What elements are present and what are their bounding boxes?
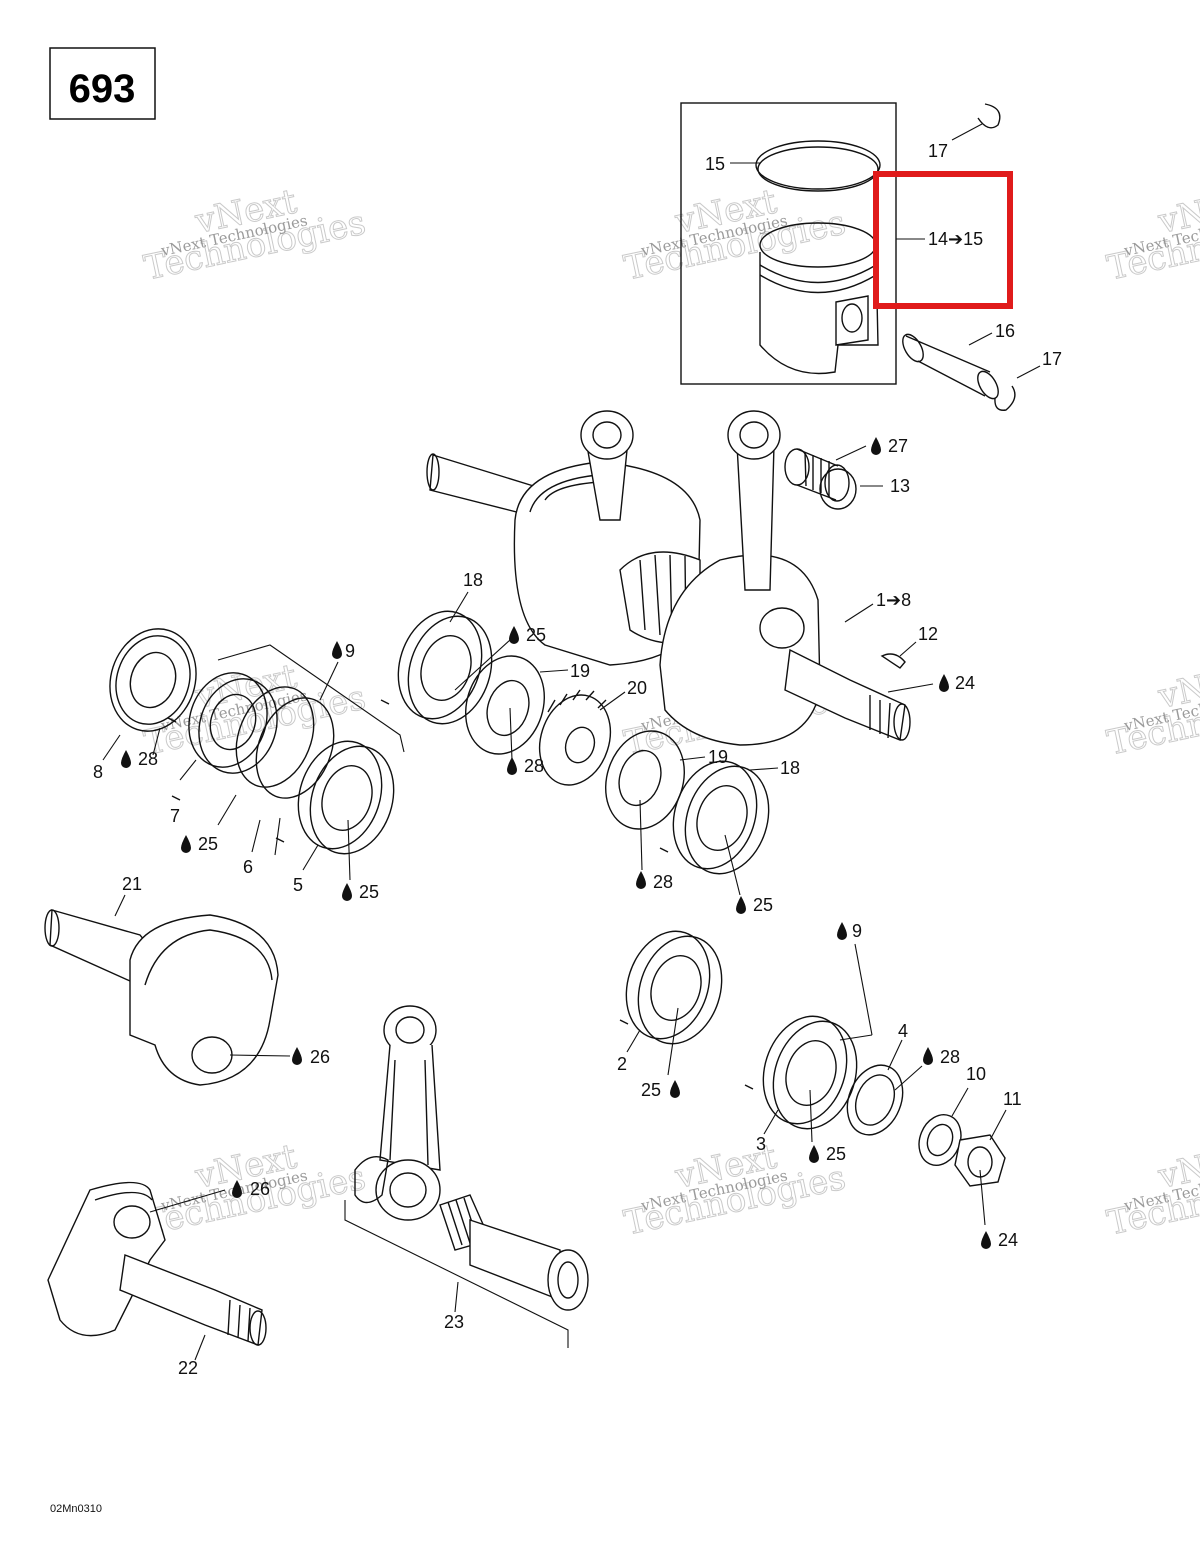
label-10: 10 bbox=[966, 1064, 986, 1084]
watermark-center-bottom: vNext Technologies vNext Technologies bbox=[620, 1136, 849, 1244]
label-9-top: 9 bbox=[345, 641, 355, 661]
oil-drop-icons bbox=[121, 437, 991, 1249]
oil-drop-icon bbox=[181, 835, 191, 853]
woodruff-key bbox=[880, 653, 906, 669]
oil-drop-icon bbox=[981, 1231, 991, 1249]
page-number: 693 bbox=[69, 67, 136, 111]
bearing-7 bbox=[188, 672, 278, 774]
label-9-right: 9 bbox=[852, 921, 862, 941]
label-23: 23 bbox=[444, 1312, 464, 1332]
label-19-top: 19 bbox=[570, 661, 590, 681]
oil-drop-icon bbox=[670, 1080, 680, 1098]
label-25-d: 25 bbox=[753, 895, 773, 915]
circlip-right bbox=[994, 385, 1016, 411]
label-25-f: 25 bbox=[826, 1144, 846, 1164]
highlight-box bbox=[873, 171, 1013, 309]
label-22: 22 bbox=[178, 1358, 198, 1378]
seal-8 bbox=[109, 628, 197, 732]
watermark-right-bottom: vNext Technologies vNext Technologies bbox=[1103, 1136, 1200, 1244]
oil-drop-icon bbox=[939, 674, 949, 692]
bearing-2 bbox=[625, 930, 723, 1045]
watermark-left-top: vNext Technologies vNext Technologies bbox=[140, 181, 369, 289]
oil-drop-icon bbox=[332, 641, 342, 659]
label-17-top: 17 bbox=[928, 141, 948, 161]
label-25-b: 25 bbox=[198, 834, 218, 854]
oil-drop-icon bbox=[837, 922, 847, 940]
label-25-e: 25 bbox=[641, 1080, 661, 1100]
watermark-right-top: vNext Technologies vNext Technologies bbox=[1103, 181, 1200, 289]
seal-4 bbox=[846, 1064, 904, 1136]
piston-inset bbox=[680, 102, 897, 385]
label-6: 6 bbox=[243, 857, 253, 877]
gear-20 bbox=[538, 689, 612, 786]
bracket-conrod bbox=[344, 1200, 569, 1348]
label-8: 8 bbox=[93, 762, 103, 782]
drawing-code: 02Mn0310 bbox=[50, 1503, 102, 1515]
crank-half-22 bbox=[47, 1181, 267, 1346]
needle-bearing bbox=[784, 448, 850, 502]
label-18-right: 18 bbox=[780, 758, 800, 778]
nut-11 bbox=[954, 1134, 1006, 1187]
label-13: 13 bbox=[890, 476, 910, 496]
oil-drop-icon bbox=[507, 757, 517, 775]
label-28-a: 28 bbox=[138, 749, 158, 769]
bracket-left-group bbox=[217, 644, 405, 753]
oil-drop-icon bbox=[342, 883, 352, 901]
label-26-b: 26 bbox=[250, 1179, 270, 1199]
label-24-crank: 24 bbox=[955, 673, 975, 693]
page-number-box: 693 bbox=[49, 47, 156, 120]
label-28-d: 28 bbox=[940, 1047, 960, 1067]
label-26-a: 26 bbox=[310, 1047, 330, 1067]
label-14-15: 14➔15 bbox=[928, 229, 983, 249]
bearing-3 bbox=[762, 1015, 858, 1130]
bearing-18-left bbox=[397, 610, 493, 725]
seal-19-left bbox=[464, 655, 546, 755]
oil-drop-icon bbox=[636, 871, 646, 889]
oil-drop-icon bbox=[292, 1047, 302, 1065]
label-12: 12 bbox=[918, 624, 938, 644]
label-15: 15 bbox=[705, 154, 725, 174]
bearing-5 bbox=[297, 740, 395, 855]
label-2: 2 bbox=[617, 1054, 627, 1074]
oil-drop-icon bbox=[809, 1145, 819, 1163]
label-5: 5 bbox=[293, 875, 303, 895]
label-28-c: 28 bbox=[653, 872, 673, 892]
label-17-right: 17 bbox=[1042, 349, 1062, 369]
label-19-right: 19 bbox=[708, 747, 728, 767]
connecting-rod-23 bbox=[354, 1005, 589, 1311]
label-24-nut: 24 bbox=[998, 1230, 1018, 1250]
watermark-center-top: vNext Technologies vNext Technologies bbox=[620, 181, 849, 289]
oil-drop-icon bbox=[736, 896, 746, 914]
label-28-b: 28 bbox=[524, 756, 544, 776]
crankshaft-assembly bbox=[426, 410, 911, 746]
part-labels: 17 15 14➔15 16 17 27 13 18 1➔8 12 25 9 1… bbox=[93, 141, 1062, 1378]
label-1-8: 1➔8 bbox=[876, 590, 911, 610]
label-21: 21 bbox=[122, 874, 142, 894]
thrust-ring bbox=[819, 468, 857, 510]
oil-drop-icon bbox=[232, 1180, 242, 1198]
label-7: 7 bbox=[170, 806, 180, 826]
label-16: 16 bbox=[995, 321, 1015, 341]
oil-drop-icon bbox=[871, 437, 881, 455]
label-3: 3 bbox=[756, 1134, 766, 1154]
label-20: 20 bbox=[627, 678, 647, 698]
oil-drop-icon bbox=[509, 626, 519, 644]
bearing-18-right bbox=[672, 760, 770, 875]
watermark-right-mid: vNext Technologies vNext Technologies bbox=[1103, 656, 1200, 764]
label-4: 4 bbox=[898, 1021, 908, 1041]
oil-drop-icon bbox=[121, 750, 131, 768]
crank-half-21 bbox=[44, 909, 279, 1086]
label-25-a: 25 bbox=[526, 625, 546, 645]
dowel-pins bbox=[167, 699, 754, 1090]
label-27: 27 bbox=[888, 436, 908, 456]
piston-pin bbox=[902, 333, 999, 400]
oil-drop-icon bbox=[923, 1047, 933, 1065]
label-11: 11 bbox=[1003, 1089, 1022, 1109]
label-18-top: 18 bbox=[463, 570, 483, 590]
label-25-c: 25 bbox=[359, 882, 379, 902]
circlip-top bbox=[977, 103, 1001, 129]
